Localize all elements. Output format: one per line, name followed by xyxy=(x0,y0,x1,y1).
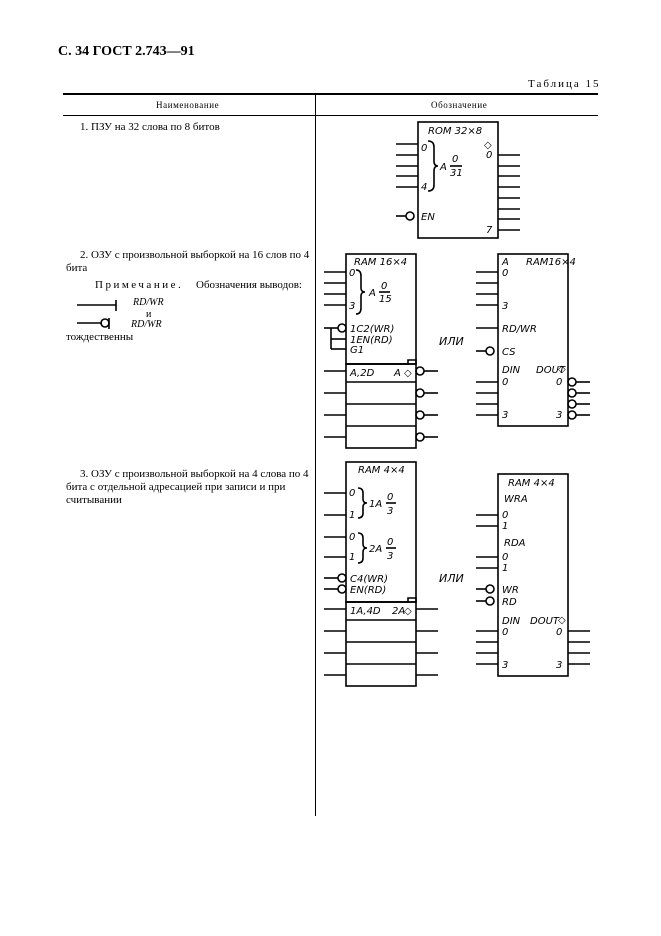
ram16r-cs: CS xyxy=(502,347,516,358)
ram16l-a-out: A xyxy=(393,368,401,379)
rom-out-top: 0 xyxy=(486,150,492,161)
ram4l-a-out: 2A xyxy=(392,606,405,617)
row-3-text: 3. ОЗУ с произвольной выборкой на 4 слов… xyxy=(66,468,309,506)
ram16l-en: 1EN(RD) xyxy=(350,335,393,346)
ram4l-q1: 1 xyxy=(349,552,355,563)
ram16l-g1: G1 xyxy=(350,345,364,356)
ram4l-f2-bottom: 3 xyxy=(387,551,393,562)
ram4l-c4: C4(WR) xyxy=(350,574,388,585)
ram16r-o3: 3 xyxy=(556,410,562,421)
ram16r-d0: 0 xyxy=(502,377,508,388)
ram16r-d3: 3 xyxy=(502,410,508,421)
ram4r-o0: 0 xyxy=(556,627,562,638)
ram16l-a-label: A xyxy=(368,288,376,299)
rom-in-bottom: 4 xyxy=(421,182,427,193)
ram4l-title: RAM 4×4 xyxy=(358,465,405,476)
rom-frac-bottom: 31 xyxy=(450,168,463,179)
ram16l-in-bottom: 3 xyxy=(349,301,355,312)
ram16r-tri-icon: ◇ xyxy=(558,364,566,375)
note-end: тождественны xyxy=(66,331,134,343)
row-2-text: 2. ОЗУ с произвольной выборкой на 16 сло… xyxy=(66,249,310,274)
ram16r-a3: 3 xyxy=(502,301,508,312)
ram16l-frac-bottom: 15 xyxy=(379,294,392,305)
ram16l-title: RAM 16×4 xyxy=(354,257,407,268)
ram16r-o0: 0 xyxy=(556,377,562,388)
table-caption: Таблица 15 xyxy=(528,78,601,90)
rom-in-top: 0 xyxy=(421,143,427,154)
ram16r-din: DIN xyxy=(502,365,521,376)
ram16r-a0: 0 xyxy=(502,268,508,279)
note-title: Примечание. xyxy=(95,279,184,291)
column-divider xyxy=(315,94,316,816)
ram4l-tri-icon: ◇ xyxy=(404,606,412,617)
ram16r-title: RAM16×4 xyxy=(526,257,576,268)
ram4l-f1-top: 0 xyxy=(387,492,393,503)
ram4l-a1: 1A xyxy=(369,499,382,510)
pin-label-2: RD/WR xyxy=(131,319,162,330)
rom-tri-icon: ◇ xyxy=(484,140,492,151)
rom-frac-top: 0 xyxy=(452,154,458,165)
ram4r-d0: 0 xyxy=(502,627,508,638)
ram16l-frac-top: 0 xyxy=(381,281,387,292)
ram4r-rd: RD xyxy=(502,597,517,608)
column-header-symbol: Обозначение xyxy=(431,100,488,110)
ram16r-dout: DOUT xyxy=(536,365,566,376)
or-word-1: ИЛИ xyxy=(439,335,464,348)
ram16r-rdwr: RD/WR xyxy=(502,324,537,335)
ram4r-wr: WR xyxy=(502,585,519,596)
ram4r-din: DIN xyxy=(502,616,521,627)
rom-out-bottom: 7 xyxy=(486,225,493,236)
rom-title: ROM 32×8 xyxy=(428,126,482,137)
ram16l-c2: 1C2(WR) xyxy=(350,324,394,335)
ram4r-r0: 0 xyxy=(502,552,508,563)
ram4l-f2-top: 0 xyxy=(387,537,393,548)
ram4r-w1: 1 xyxy=(502,521,508,532)
pin-label-1: RD/WR xyxy=(133,297,164,308)
table-head-rule xyxy=(63,115,598,116)
page-header: С. 34 ГОСТ 2.743—91 xyxy=(58,44,195,59)
ram4l-f1-bottom: 3 xyxy=(387,506,393,517)
ram16r-a: A xyxy=(501,257,509,268)
ram4l-en: EN(RD) xyxy=(350,585,386,596)
ram4r-o3: 3 xyxy=(556,660,562,671)
ram16l-data-head: A,2D xyxy=(349,368,375,379)
ram4l-p0: 0 xyxy=(349,488,355,499)
ram4r-title: RAM 4×4 xyxy=(508,478,555,489)
column-header-name: Наименование xyxy=(156,100,220,110)
note-text: Обозначения выводов: xyxy=(196,279,302,291)
ram4l-p1: 1 xyxy=(349,510,355,521)
ram4r-r1: 1 xyxy=(502,563,508,574)
ram4r-tri-icon: ◇ xyxy=(558,615,566,626)
ram4l-a2: 2A xyxy=(369,544,382,555)
ram4l-q0: 0 xyxy=(349,532,355,543)
ram16l-in-top: 0 xyxy=(349,268,355,279)
row-1-text: 1. ПЗУ на 32 слова по 8 битов xyxy=(80,121,220,133)
ram4l-data-head: 1A,4D xyxy=(350,606,381,617)
and-word: и xyxy=(146,309,152,320)
rom-en: EN xyxy=(421,212,435,223)
ram16l-tri-icon: ◇ xyxy=(404,368,412,379)
ram4r-wra: WRA xyxy=(504,494,528,505)
table-top-rule xyxy=(63,93,598,95)
ram4r-rda: RDA xyxy=(504,538,526,549)
ram4r-d3: 3 xyxy=(502,660,508,671)
ram4r-dout: DOUT xyxy=(530,616,560,627)
ram4r-w0: 0 xyxy=(502,510,508,521)
rom-a-label: A xyxy=(439,162,447,173)
or-word-2: ИЛИ xyxy=(439,572,464,585)
